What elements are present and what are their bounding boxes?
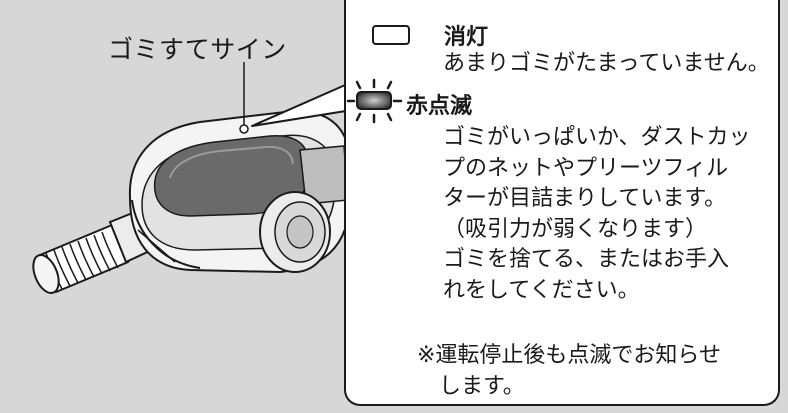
sign-explanation-panel: 消灯 あまりゴミがたまっていません。 — [344, 0, 780, 406]
lamp-off-icon — [372, 25, 410, 45]
state-blink-description-line: プのネットやプリーツフィル — [443, 155, 729, 181]
footnote-line: します。 — [417, 373, 525, 399]
state-off-description: あまりゴミがたまっていません。 — [443, 49, 770, 80]
state-blink-description-line: ゴミを捨てる、またはお手入 — [443, 247, 730, 272]
state-off-description-line: あまりゴミがたまっていません。 — [443, 51, 770, 76]
state-blink-title: 赤点滅 — [406, 94, 473, 119]
footnote-line: ※運転停止後も点滅でお知らせ — [417, 343, 721, 368]
state-off-title: 消灯 — [444, 25, 489, 50]
dust-sign-label: ゴミすてサイン — [108, 35, 287, 64]
vacuum-body — [128, 110, 352, 274]
state-blink-description: ゴミがいっぱいか、ダストカッ プのネットやプリーツフィル ターが目詰まりしていま… — [443, 123, 751, 306]
state-blink-description-line: ゴミがいっぱいか、ダストカッ — [443, 125, 751, 150]
footnote: ※運転停止後も点滅でお知らせ します。 — [417, 341, 721, 402]
state-blink-description-line: ターが目詰まりしています。 — [443, 186, 727, 211]
wheel-illustration — [259, 191, 331, 273]
lamp-blinking-red-icon — [346, 78, 403, 124]
state-blink-description-line: （吸引力が弱くなります） — [443, 216, 708, 242]
state-blink-description-line: れをしてください。 — [443, 277, 640, 303]
